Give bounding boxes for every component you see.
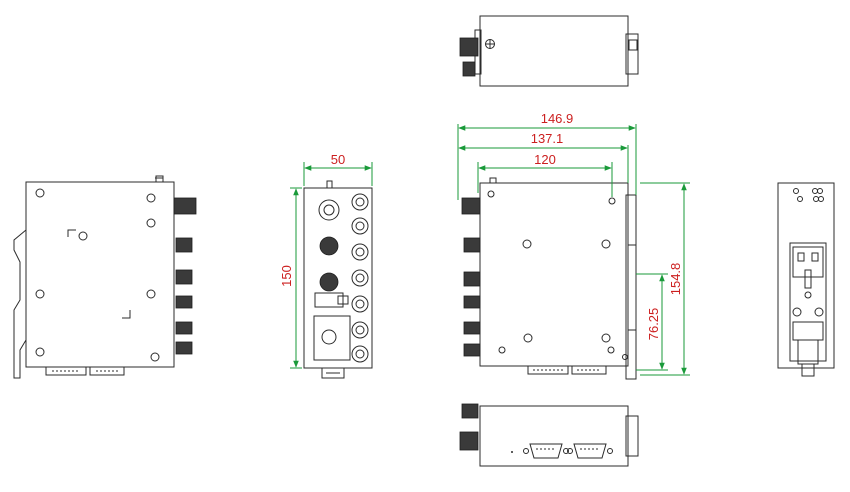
dimension-rail-height: 76.25 (646, 308, 661, 341)
dimension-front-width: 50 (331, 152, 345, 167)
dimension-front-height: 150 (279, 265, 294, 287)
dimension-overall-height: 154.8 (668, 263, 683, 296)
rear-view (457, 124, 690, 380)
dimension-hole-spacing: 120 (534, 152, 556, 167)
bottom-view (459, 403, 639, 467)
dimension-body-width: 137.1 (531, 131, 564, 146)
left-side-view (13, 175, 197, 379)
front-view (290, 162, 373, 379)
top-view (459, 15, 639, 87)
right-side-view (777, 182, 835, 377)
dimension-overall-width: 146.9 (541, 111, 574, 126)
